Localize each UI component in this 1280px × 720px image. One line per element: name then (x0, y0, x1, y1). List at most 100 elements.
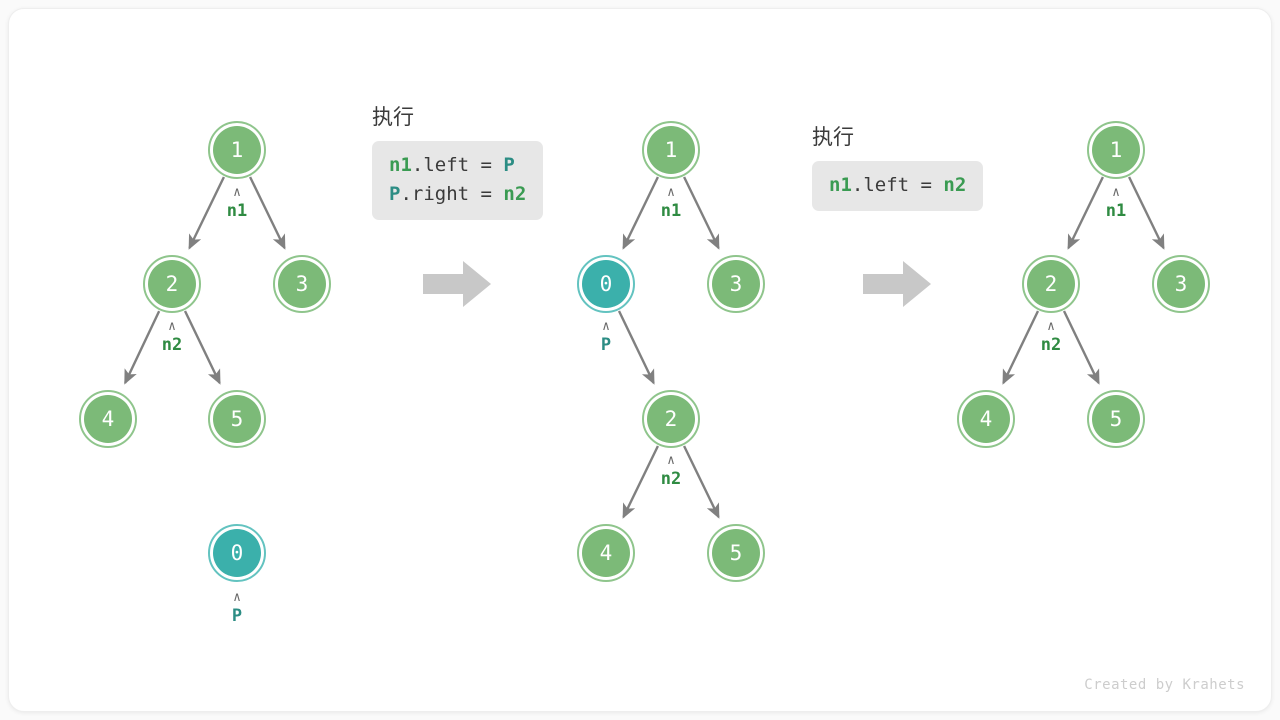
code-token: P (503, 154, 515, 176)
node-ring (1087, 390, 1145, 448)
node-ring (577, 524, 635, 582)
tree-edge-m2-m4 (622, 445, 659, 519)
tree-edge-a1-a2 (1067, 176, 1104, 250)
node-disc (1092, 126, 1140, 174)
node-value: 2 (664, 406, 678, 431)
node-disc (647, 395, 695, 443)
node-ring (642, 121, 700, 179)
step-heading: 执行 (372, 105, 414, 129)
node-ring (208, 121, 266, 179)
node-disc (148, 260, 196, 308)
tree-node-middle-2: 2 (642, 390, 700, 448)
tree-node-after-5: 5 (1087, 390, 1145, 448)
code-block: n1.left = n2 (812, 161, 984, 211)
node-disc (647, 126, 695, 174)
tree-node-middle-1: 1 (642, 121, 700, 179)
node-value: 0 (599, 271, 613, 296)
tree-edge-m2-m5 (683, 445, 720, 519)
node-ring (1152, 255, 1210, 313)
node-disc (213, 395, 261, 443)
node-disc (962, 395, 1010, 443)
transition-arrow-icon (863, 261, 931, 312)
code-line-1: n1.left = n2 (829, 171, 966, 200)
tree-node-after-4: 4 (957, 390, 1015, 448)
tree-node-middle-3: 3 (707, 255, 765, 313)
tree-edge-a2-a4 (1002, 310, 1040, 385)
code-token: .right = (400, 183, 504, 205)
tree-node-before-0: 0 (208, 524, 266, 582)
transition-arrow-icon (423, 261, 491, 312)
node-ring (208, 390, 266, 448)
code-token: .left = (851, 174, 944, 196)
node-ring (707, 255, 765, 313)
tree-node-after-1: 1 (1087, 121, 1145, 179)
node-value: 1 (1109, 137, 1123, 162)
node-ring (143, 255, 201, 313)
node-disc (278, 260, 326, 308)
node-value: 3 (729, 271, 743, 296)
node-ring (273, 255, 331, 313)
node-ring (1022, 255, 1080, 313)
node-disc (712, 260, 760, 308)
tree-edge-a1-a3 (1128, 176, 1165, 250)
tree-node-after-2: 2 (1022, 255, 1080, 313)
tree-node-middle-5: 5 (707, 524, 765, 582)
tree-edge-b1-b2 (188, 176, 225, 250)
node-value: 2 (165, 271, 179, 296)
node-value: 0 (230, 540, 244, 565)
node-value: 3 (295, 271, 309, 296)
tree-node-middle-0: 0 (577, 255, 635, 313)
code-token: n1 (829, 174, 852, 196)
node-ring (957, 390, 1015, 448)
node-disc (1092, 395, 1140, 443)
tree-edge-b2-b5 (183, 310, 221, 385)
node-disc (1027, 260, 1075, 308)
tree-node-after-3: 3 (1152, 255, 1210, 313)
tree-node-before-2: 2 (143, 255, 201, 313)
node-disc (1157, 260, 1205, 308)
tree-edge-m1-m0 (622, 176, 659, 250)
node-value: 1 (230, 137, 244, 162)
node-value: 1 (664, 137, 678, 162)
code-token: P (389, 183, 401, 205)
tree-edge-b1-b3 (249, 176, 286, 250)
tree-node-middle-4: 4 (577, 524, 635, 582)
step-annotation-step-2: 执行 n1.left = n2 (812, 124, 984, 211)
node-disc (84, 395, 132, 443)
tree-node-before-5: 5 (208, 390, 266, 448)
node-disc (582, 260, 630, 308)
node-ring (642, 390, 700, 448)
node-value: 5 (230, 406, 244, 431)
node-value: 3 (1174, 271, 1188, 296)
code-line-2: P.right = n2 (389, 180, 526, 209)
code-token: .left = (411, 154, 504, 176)
node-ring (79, 390, 137, 448)
step-heading: 执行 (812, 125, 854, 149)
code-line-1: n1.left = P (389, 151, 526, 180)
code-token: n1 (389, 154, 412, 176)
tree-edge-a2-a5 (1062, 310, 1100, 385)
node-value: 4 (979, 406, 993, 431)
watermark: Created by Krahets (1084, 677, 1245, 693)
code-token: n2 (503, 183, 527, 205)
node-value: 2 (1044, 271, 1058, 296)
node-ring (577, 255, 635, 313)
tree-edge-b2-b4 (124, 310, 161, 385)
node-ring (208, 524, 266, 582)
tree-node-before-1: 1 (208, 121, 266, 179)
node-ring (707, 524, 765, 582)
node-disc (582, 529, 630, 577)
node-disc (712, 529, 760, 577)
node-value: 4 (101, 406, 115, 431)
node-value: 5 (729, 540, 743, 565)
node-disc (213, 126, 261, 174)
tree-edges-layer (124, 176, 1165, 519)
node-value: 5 (1109, 406, 1123, 431)
tree-edge-m0-m2 (617, 310, 655, 385)
tree-node-before-3: 3 (273, 255, 331, 313)
tree-edge-m1-m3 (683, 176, 720, 250)
code-token: n2 (943, 174, 967, 196)
